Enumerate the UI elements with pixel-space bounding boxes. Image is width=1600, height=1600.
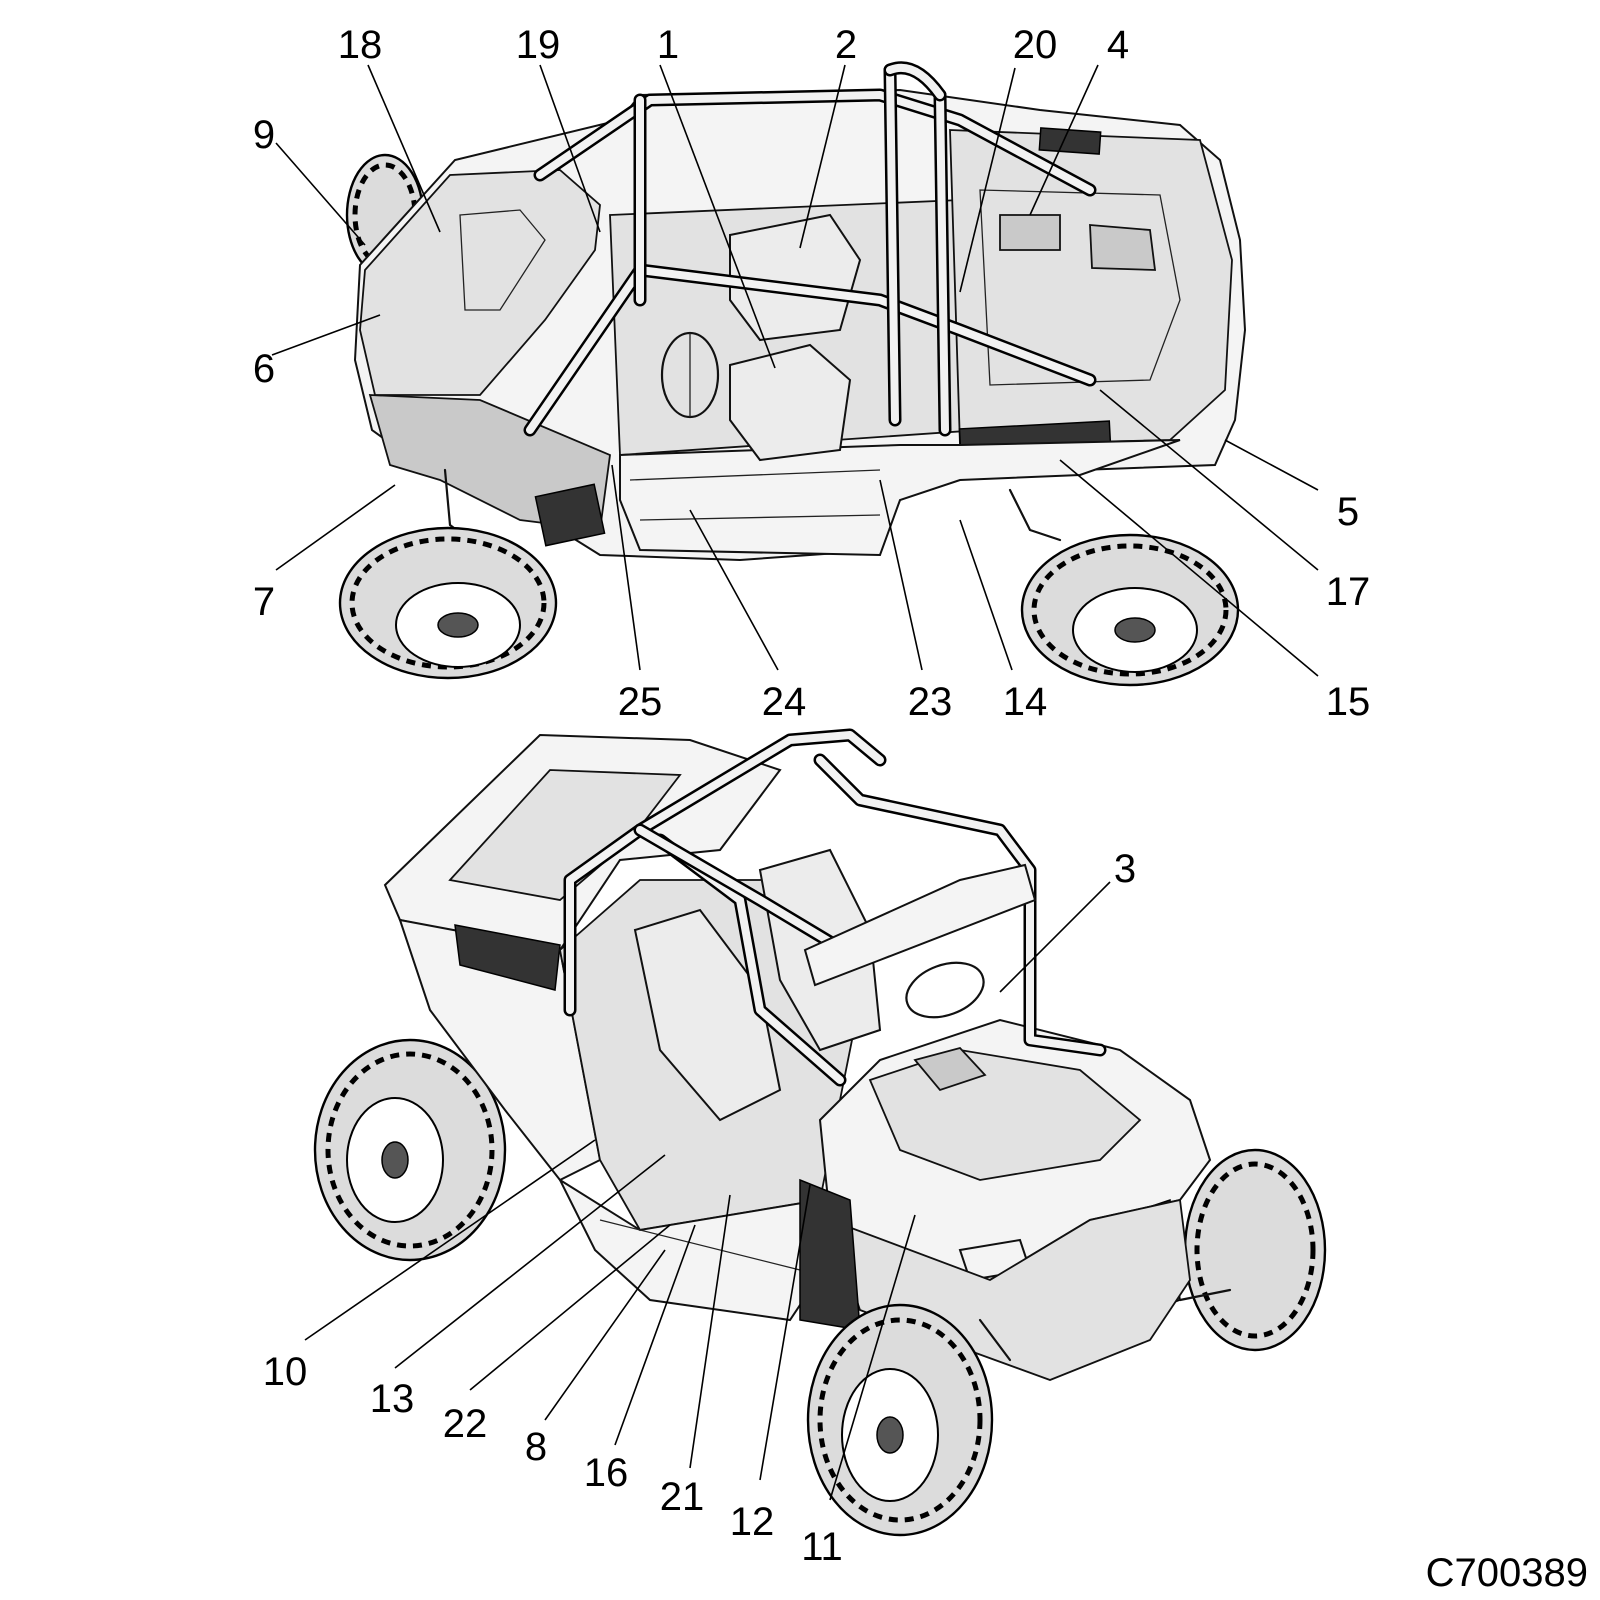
leader-6 [271,314,381,356]
leader-21 [689,1194,731,1469]
leader-13 [394,1154,666,1369]
callout-1: 1 [657,23,679,67]
leader-18 [367,64,441,233]
leader-20 [959,67,1016,293]
callout-19: 19 [516,23,561,67]
iso-rear-left-tire [313,1038,507,1262]
callout-12: 12 [730,1500,775,1544]
leader-17 [1099,389,1319,571]
top-view-vehicle [338,61,1247,687]
leader-12 [759,1184,811,1481]
leader-25 [611,464,641,671]
leader-1 [659,64,776,369]
leader-3 [999,881,1111,993]
isometric-view-vehicle [313,728,1327,1537]
leader-22 [469,1224,671,1391]
top-view-rear-right-tire [1020,533,1240,687]
callout-13: 13 [370,1377,415,1421]
figure-code: C700389 [1426,1551,1588,1595]
leader-10 [304,1139,596,1341]
leader-23 [879,479,923,671]
callout-18: 18 [338,23,383,67]
callout-25: 25 [618,680,663,724]
callout-11: 11 [801,1525,843,1569]
leader-7 [275,484,396,571]
leader-11 [829,1214,916,1501]
leader-9 [275,142,366,246]
leader-5 [1224,439,1319,491]
leader-19 [539,64,601,233]
leader-4 [1029,64,1099,216]
callout-24: 24 [762,680,807,724]
top-view-front-right-tire [338,526,558,680]
callout-20: 20 [1013,23,1058,67]
callout-7: 7 [253,580,275,624]
callout-5: 5 [1337,490,1359,534]
leader-15 [1059,459,1319,677]
callout-21: 21 [660,1475,705,1519]
leader-16 [614,1224,696,1446]
callout-2: 2 [835,23,857,67]
callout-17: 17 [1326,570,1371,614]
leader-lines [271,64,1319,1501]
leader-8 [544,1249,666,1421]
iso-front-left-tire [806,1303,994,1537]
leader-24 [689,509,779,671]
callout-10: 10 [263,1350,308,1394]
callout-3: 3 [1114,847,1136,891]
callout-9: 9 [253,113,275,157]
callout-22: 22 [443,1402,488,1446]
callout-14: 14 [1003,680,1048,724]
leader-2 [799,64,846,249]
callout-6: 6 [253,347,275,391]
callout-labels: 18 19 1 2 20 4 9 6 7 25 24 23 14 15 17 5… [253,23,1370,1569]
callout-8: 8 [525,1425,547,1469]
callout-16: 16 [584,1451,629,1495]
callout-4: 4 [1107,23,1129,67]
leader-14 [959,519,1013,671]
iso-right-rear-tire [1183,1148,1327,1352]
callout-15: 15 [1326,680,1371,724]
callout-23: 23 [908,680,953,724]
